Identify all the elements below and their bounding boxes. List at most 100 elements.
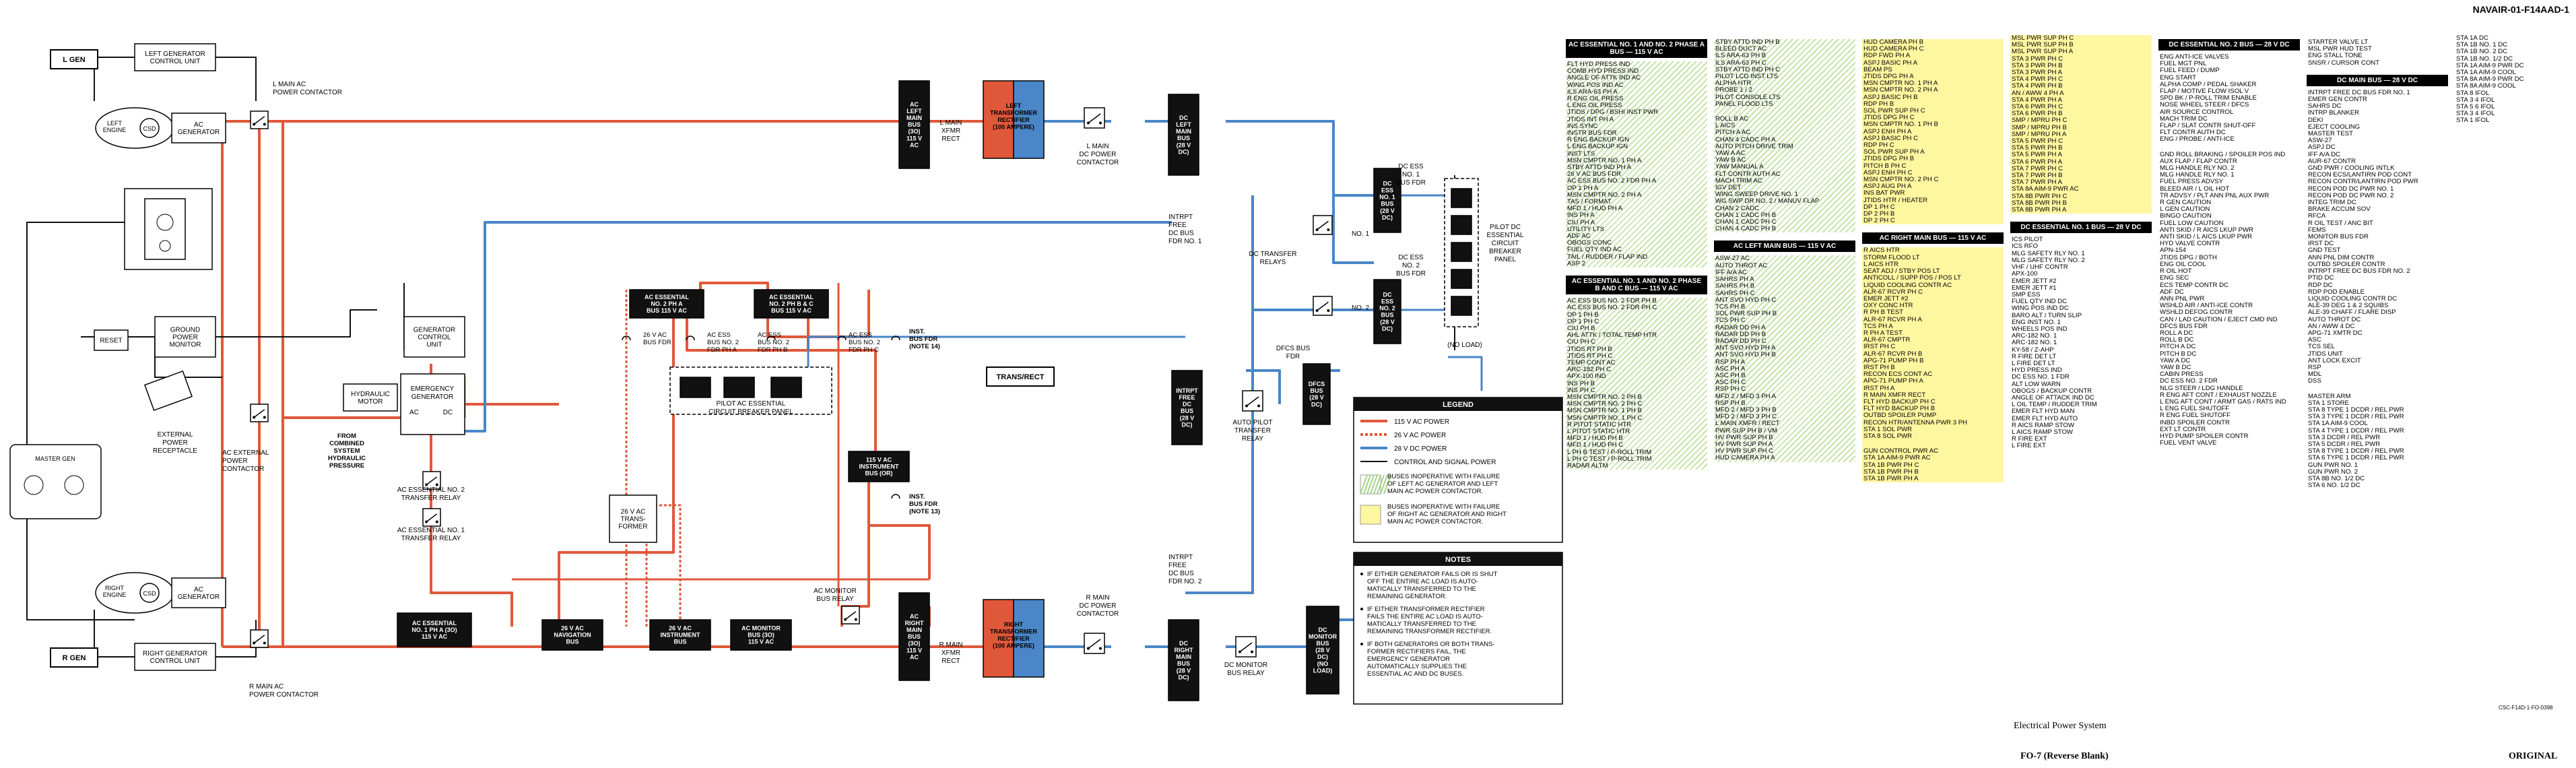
load-item: R ENG AFT CONT / EXHAUST NOZZLE bbox=[2160, 391, 2277, 399]
load-item: OP 1 PH A bbox=[1567, 185, 1599, 192]
load-item: STA 7 PWR PH A bbox=[2012, 179, 2062, 187]
load-item: WING POS IND AC bbox=[1567, 82, 1624, 89]
v115-instrument-bus bbox=[848, 451, 910, 482]
load-item: APN-154 bbox=[2160, 247, 2186, 255]
load-item: INBD SPOILER CONTR bbox=[2160, 419, 2230, 426]
load-item: EJECT COOLING bbox=[2308, 123, 2360, 131]
legend-item-2: 28 V DC POWER bbox=[1394, 445, 1447, 453]
load-item: FLAP / MOTIVE FLOW ISOL V bbox=[2160, 88, 2249, 96]
inst-bus-fdr-14-label: INST.BUS FDR(NOTE 14) bbox=[909, 328, 940, 350]
load-item: AUTO THROT DC bbox=[2308, 316, 2361, 323]
load-item: RDP POD ENABLE bbox=[2308, 288, 2365, 296]
dc-monitor-relay-pin bbox=[1251, 650, 1253, 653]
dc-transfer-relay-1-pin bbox=[1315, 228, 1319, 231]
load-item: ASPJ BASIC PH A bbox=[1863, 59, 1917, 67]
load-item: CHAN 2 CADC bbox=[1715, 205, 1760, 212]
load-item: JTIDS DPG PH C bbox=[1863, 115, 1915, 122]
breaker-inst-13 bbox=[891, 494, 900, 499]
load-item: ICS PILOT bbox=[2012, 236, 2043, 244]
load-item: EMER FLT HYD AUTO bbox=[2012, 415, 2078, 422]
load-item: MFD 1 / HUD PH B bbox=[1567, 435, 1623, 443]
r-main-dc-contactor-switch bbox=[1088, 639, 1101, 649]
wire-control bbox=[216, 309, 377, 338]
load-item: L GEN CAUTION bbox=[2160, 206, 2210, 214]
load-item: ASC bbox=[2308, 337, 2321, 344]
legend-item-0: 115 V AC POWER bbox=[1394, 418, 1449, 426]
load-item: ASPJ ENH PH A bbox=[1863, 128, 1912, 135]
load-item: R FIRE EXT bbox=[2012, 436, 2047, 443]
load-item: OP 1 PH C bbox=[1567, 318, 1599, 325]
figure-code: CSC-F14D-1-FO-0398 bbox=[2499, 705, 2553, 711]
ac-monitor-relay-pin bbox=[854, 618, 857, 621]
notes-title: NOTES bbox=[1445, 556, 1471, 564]
load-item: BARO ALT / TURN SLIP bbox=[2012, 312, 2082, 319]
load-item: GUN PWR NO. 1 bbox=[2308, 461, 2358, 469]
load-item: STA 5 PWR PH C bbox=[2012, 138, 2063, 146]
load-item: STA 5 PWR PH B bbox=[2012, 145, 2063, 152]
load-item: GUN CONTROL PWR AC bbox=[1863, 448, 1939, 455]
panel-switch bbox=[159, 240, 171, 252]
load-item: STA 6 PWR PH B bbox=[2012, 110, 2063, 118]
load-item: SAHRS PH A bbox=[1715, 276, 1754, 284]
l-main-ac-contactor-switch bbox=[253, 116, 265, 125]
load-item: STA 8A AIM-9 PWR DC bbox=[2456, 76, 2524, 84]
load-item: AUX FLAP / FLAP CONTR bbox=[2160, 158, 2237, 165]
load-item: ANTI SKID / L AICS LKUP PWR bbox=[2160, 234, 2253, 241]
load-item: FUEL VENT VALVE bbox=[2160, 440, 2217, 447]
load-item: CAN / LAD CAUTION / EJECT CMD IND bbox=[2160, 316, 2278, 323]
dc-transfer-relay-2-switch bbox=[1317, 301, 1329, 311]
r-main-dc-contactor-pin bbox=[1087, 647, 1090, 650]
load-item: TEMP CONT AC bbox=[1567, 359, 1616, 366]
load-item: PWR SUP PH B / VM bbox=[1715, 427, 1778, 435]
load-item: EMER JETT #1 bbox=[2012, 284, 2057, 292]
ac-external-contactor-pin bbox=[253, 416, 256, 419]
load-item: ALE-39 DEG 1 & 2 SQUIBS bbox=[2308, 302, 2389, 310]
load-item: FLT HYD PRESS IND bbox=[1567, 61, 1630, 68]
load-item: MACH TRIM AC bbox=[1715, 177, 1762, 185]
load-item: RDP PH C bbox=[1863, 142, 1894, 150]
load-item: AUR-67 CONTR bbox=[2308, 158, 2356, 165]
load-item: JTIDS RT PH C bbox=[1567, 352, 1613, 360]
load-item: ARC-182 NO. 1 bbox=[2012, 340, 2057, 347]
load-item: HYD PRESS IND bbox=[2012, 367, 2062, 375]
load-item: SNSR / CURSOR CONT bbox=[2308, 59, 2380, 67]
load-item: INS PH A bbox=[1567, 212, 1595, 220]
ac-ess-no1-bus bbox=[397, 612, 472, 647]
load-item: STA 8B NO. 1/2 DC bbox=[2308, 475, 2365, 482]
load-item: DFCS BUS FDR bbox=[2160, 323, 2208, 330]
load-item: INS PH C bbox=[1567, 387, 1595, 394]
relay-no1: NO. 1 bbox=[1352, 230, 1370, 238]
hydraulic-motor bbox=[343, 383, 398, 412]
load-item: ASC PH B bbox=[1715, 372, 1746, 379]
legend-box bbox=[1353, 397, 1563, 543]
note-2: IF BOTH GENERATORS OR BOTH TRANS-FORMER … bbox=[1367, 641, 1495, 678]
load-item: RADAR DD PH C bbox=[1715, 338, 1766, 345]
load-item: IRST PH C bbox=[1863, 344, 1896, 351]
load-item: COMB HYD PRESS IND bbox=[1567, 68, 1639, 75]
load-item: SAHRS DC bbox=[2308, 103, 2342, 110]
load-item: GUN PWR NO. 2 bbox=[2308, 468, 2358, 476]
load-item: MFD 1 / HUD PH C bbox=[1567, 442, 1624, 449]
dc-ess-2-bus bbox=[1373, 279, 1401, 344]
load-item: STA 3 PWR PH B bbox=[2012, 62, 2063, 69]
load-item: R PH A TEST bbox=[1863, 329, 1903, 337]
load-item: OXY CONC HTR bbox=[1863, 302, 1913, 310]
load-item: AC ESS BUS NO. 2 FDR PH B bbox=[1567, 298, 1657, 305]
